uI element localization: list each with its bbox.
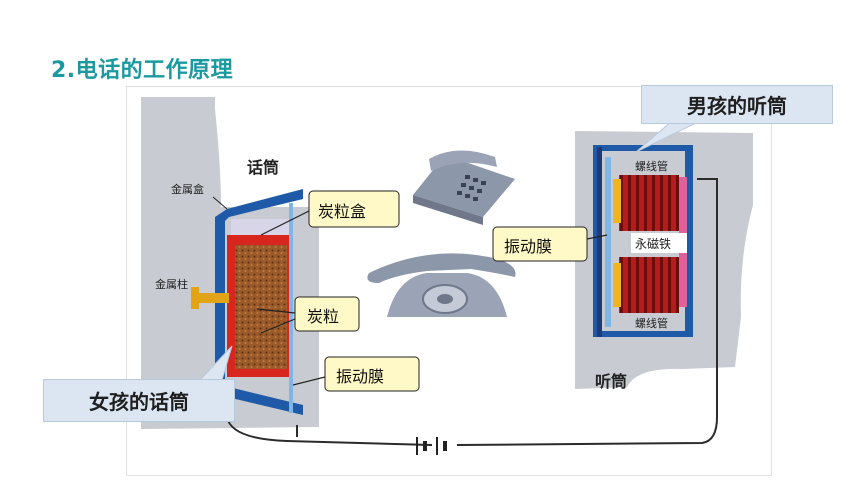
diaphragm-mouthpiece-label: 振动膜 bbox=[336, 367, 384, 386]
metal-box-label: 金属盒 bbox=[171, 182, 204, 196]
diaphragm-earpiece-shape bbox=[605, 157, 611, 327]
girl-mouthpiece-callout: 女孩的话筒 bbox=[43, 379, 235, 422]
metal-post-label: 金属柱 bbox=[155, 277, 188, 291]
carbon-box-callout: 炭粒盒 bbox=[260, 190, 400, 236]
carbon-grains-shape bbox=[235, 245, 287, 369]
coil-bottom-shape bbox=[619, 257, 679, 313]
coil-top-shape bbox=[619, 175, 679, 231]
diaphragm-earpiece-label: 振动膜 bbox=[504, 237, 552, 256]
coil-top-label: 螺线管 bbox=[635, 159, 668, 173]
slide-heading: 2.电话的工作原理 bbox=[51, 58, 234, 83]
battery-icon bbox=[416, 437, 447, 455]
carbon-grains-callout: 炭粒 bbox=[256, 296, 360, 334]
earpiece-title: 听筒 bbox=[595, 372, 627, 391]
mouthpiece-title: 话筒 bbox=[247, 158, 279, 177]
telephone-illustration: 话筒 金属盒 金属柱 炭粒盒 炭粒 振动膜 bbox=[141, 97, 753, 455]
carbon-box-label: 炭粒盒 bbox=[318, 202, 366, 221]
metal-post-shape bbox=[195, 293, 229, 303]
coil-bottom-label: 螺线管 bbox=[635, 316, 668, 330]
diaphragm-earpiece-callout: 振动膜 bbox=[492, 226, 608, 262]
carbon-grains-label: 炭粒 bbox=[307, 307, 339, 326]
boy-earpiece-callout: 男孩的听筒 bbox=[641, 85, 833, 124]
diaphragm-mouthpiece-shape bbox=[289, 203, 293, 413]
magnet-label: 永磁铁 bbox=[635, 236, 671, 251]
desk-phone-picture bbox=[413, 150, 515, 225]
rotary-phone-picture bbox=[367, 253, 516, 317]
diaphragm-mouthpiece-callout: 振动膜 bbox=[292, 356, 420, 392]
